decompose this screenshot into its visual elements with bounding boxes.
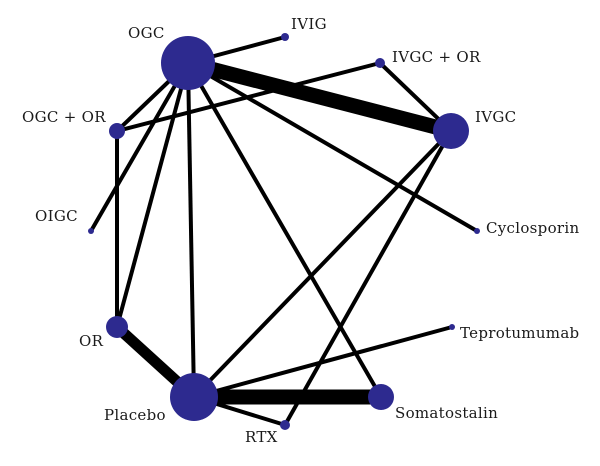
node-label-somatostalin: Somatostalin: [395, 404, 498, 422]
node-label-placebo: Placebo: [104, 406, 166, 424]
node-somatostalin: [368, 384, 394, 410]
node-placebo: [170, 373, 218, 421]
node-label-rtx: RTX: [245, 428, 278, 446]
node-label-ogc_or: OGC + OR: [22, 108, 106, 126]
node-label-ivgc: IVGC: [475, 108, 516, 126]
edge-ogc-cyclosporin: [186, 61, 479, 233]
node-label-ivig: IVIG: [291, 15, 327, 33]
edge-ogc-placebo: [186, 62, 196, 398]
edge-ogc_or-ivgc_or: [116, 61, 381, 133]
node-label-or: OR: [79, 332, 104, 350]
edge-ogc-somatostalin: [186, 61, 383, 399]
node-labels: OGC IVIG IVGC + OR IVGC CyclosporinTeprotumu…: [22, 15, 579, 446]
node-label-ogc: OGC: [128, 24, 165, 42]
edge-ogc-oigc: [89, 61, 190, 233]
nodes: [88, 33, 480, 430]
edge-ivgc-placebo: [192, 129, 453, 399]
node-ogc: [161, 36, 215, 90]
node-rtx: [280, 420, 290, 430]
edge-ogc-ivgc: [186, 55, 453, 139]
node-label-cyclosporin: Cyclosporin: [486, 219, 579, 237]
edges: [89, 35, 479, 427]
node-label-ivgc_or: IVGC + OR: [392, 48, 481, 66]
node-ivgc: [433, 113, 469, 149]
node-ivgc_or: [375, 58, 385, 68]
node-label-teprotumumab: Teprotumumab: [460, 324, 579, 342]
edge-ivgc-rtx: [283, 130, 453, 426]
node-ivig: [281, 33, 289, 41]
node-or: [106, 316, 128, 338]
node-ogc_or: [109, 123, 125, 139]
edge-ogc-or: [115, 62, 190, 328]
edge-placebo-teprotumumab: [193, 325, 453, 399]
node-oigc: [88, 228, 94, 234]
node-label-oigc: OIGC: [35, 207, 78, 225]
node-cyclosporin: [474, 228, 480, 234]
node-teprotumumab: [449, 324, 455, 330]
